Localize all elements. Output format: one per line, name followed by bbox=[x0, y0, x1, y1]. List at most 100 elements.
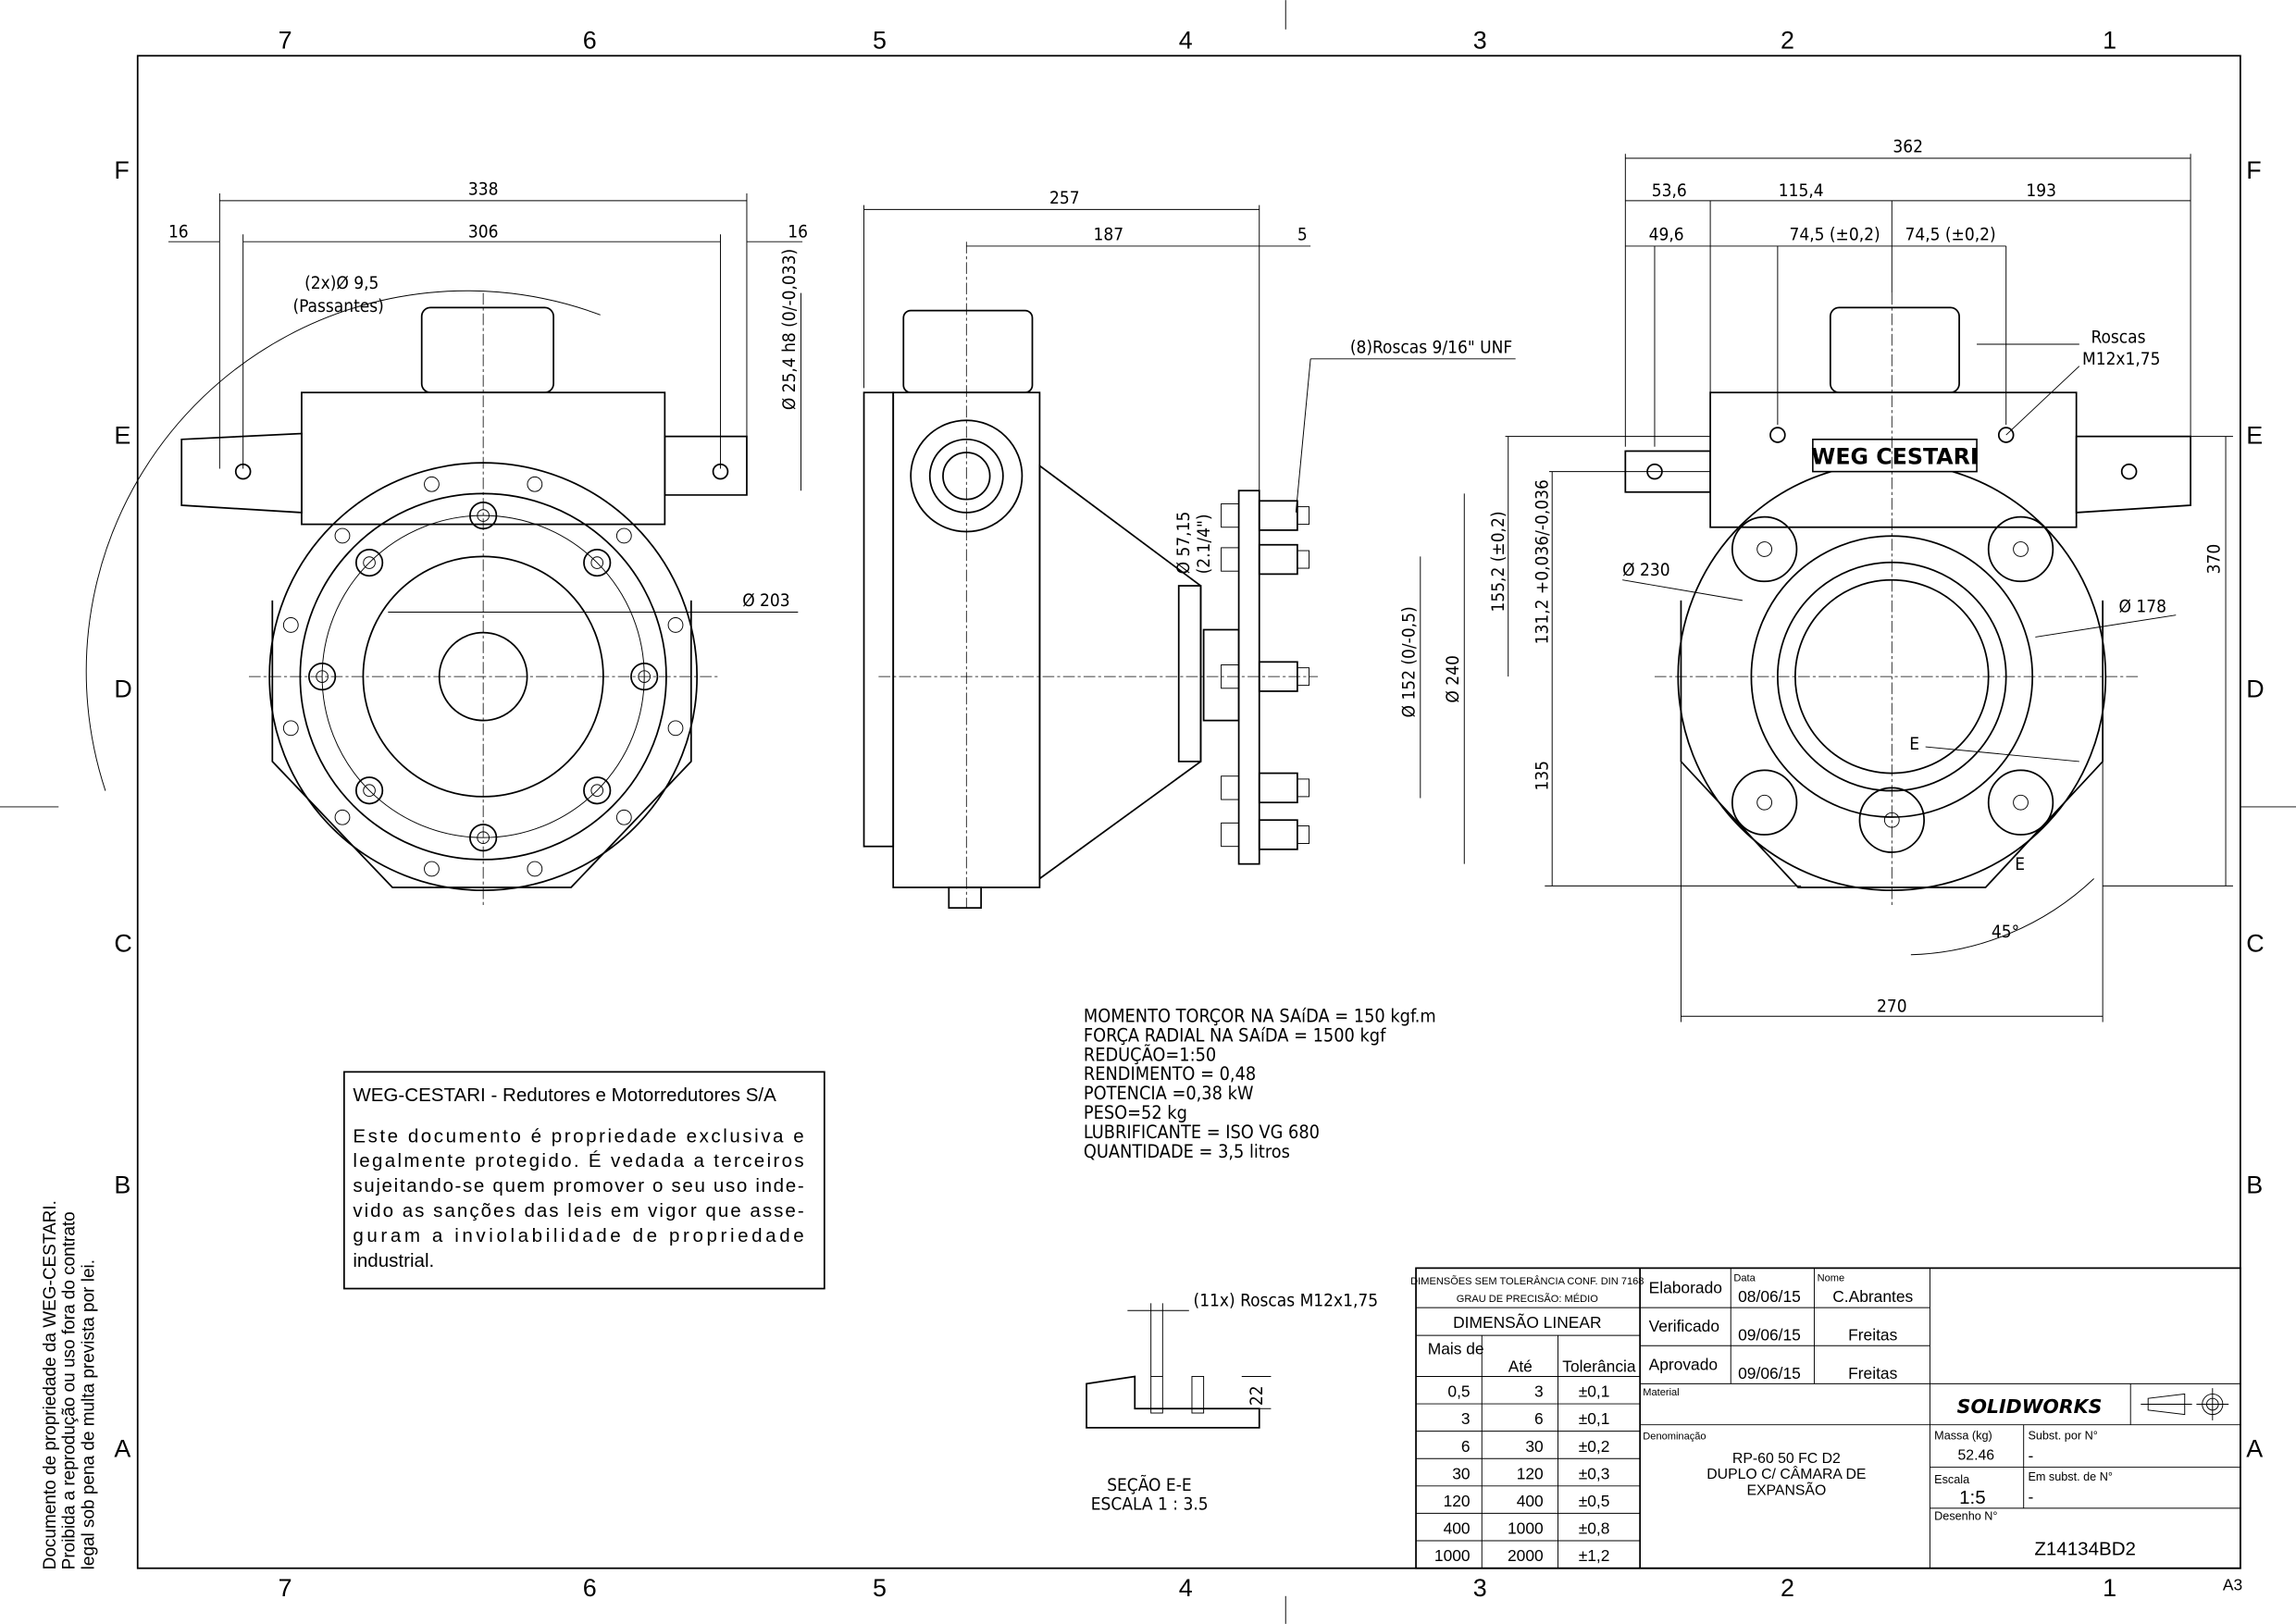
views-front-right-dims-12: 131,2 +0,036/-0,036 bbox=[1532, 479, 1552, 644]
title-block-signoffs-1-date: 09/06/15 bbox=[1738, 1325, 1801, 1344]
bolt-icon bbox=[354, 776, 384, 805]
title-block-rows-1-1: 6 bbox=[1534, 1409, 1544, 1428]
first-angle-projection-icon bbox=[2141, 1388, 2229, 1420]
title-block-em-subst-label: Em subst. de N° bbox=[2028, 1470, 2112, 1483]
title-block-rows-0-0: 0,5 bbox=[1447, 1382, 1470, 1401]
sheet-rows-5: A bbox=[114, 1434, 130, 1462]
notice-line: industrial. bbox=[353, 1250, 434, 1271]
sheet-rows-4: B bbox=[2246, 1172, 2263, 1199]
title-block-signoffs-2-name: Freitas bbox=[1848, 1364, 1897, 1382]
solidworks-logo: SOLIDWORKS bbox=[1957, 1395, 2103, 1418]
title-block-rows-1-2: ±0,1 bbox=[1579, 1409, 1610, 1428]
title-block-denominacao-label: Denominação bbox=[1643, 1432, 1706, 1443]
front-view-right: WEG CESTARI 362 53,6 115,4 193 49,6 74,5… bbox=[1488, 137, 2233, 1023]
side-note-1: Proibida a reprodução ou uso fora do con… bbox=[60, 1211, 80, 1569]
sheet-columns-6: 1 bbox=[2103, 26, 2116, 54]
title-block-denominacao-2: EXPANSÃO bbox=[1746, 1481, 1826, 1499]
side-view: 257 187 5 (8)Roscas 9/16" UNF Ø 57,15 (2… bbox=[863, 188, 1516, 910]
views-front-right-dims-3: 193 bbox=[2026, 180, 2056, 201]
views-side-dims-0: 257 bbox=[1049, 188, 1080, 208]
mounting-lug bbox=[1987, 769, 2054, 836]
title-block-subst-por: - bbox=[2028, 1446, 2033, 1465]
views-front-right-dims-8: M12x1,75 bbox=[2082, 349, 2161, 369]
bolt-icon bbox=[354, 548, 384, 577]
sheet-columns-0: 7 bbox=[279, 26, 292, 54]
section-e-e: (11x) Roscas M12x1,75 22 SEÇÃO E-E ESCAL… bbox=[1086, 1291, 1378, 1514]
views-front-right-dims-9: Ø 230 bbox=[1622, 560, 1669, 580]
title-block-rows-5-2: ±0,8 bbox=[1579, 1519, 1610, 1538]
title-block-massa-label: Massa (kg) bbox=[1934, 1430, 1992, 1443]
views-front-left-dims-3: 16 bbox=[788, 221, 808, 242]
views-front-right-dims-17: E bbox=[1909, 734, 1919, 754]
title-block-em-subst: - bbox=[2028, 1488, 2033, 1506]
notice-line: Este documento é propriedade exclusiva e bbox=[353, 1125, 803, 1147]
section-title: SEÇÃO E-E bbox=[1107, 1474, 1191, 1495]
notice-line: legalmente protegido. É vedada a terceir… bbox=[353, 1150, 803, 1172]
title-block-denominacao-1: DUPLO C/ CÂMARA DE bbox=[1706, 1465, 1866, 1482]
spec-line: PESO=52 kg bbox=[1084, 1102, 1187, 1123]
views-front-right-dims-15: 270 bbox=[1877, 996, 1907, 1016]
sheet-size: A3 bbox=[2223, 1575, 2242, 1593]
title-block-signoffs-1-name: Freitas bbox=[1848, 1325, 1897, 1344]
side-note-2: legal sob pena de multa prevista por lei… bbox=[79, 1259, 98, 1569]
views-front-left-dims-4: (2x)Ø 9,5 bbox=[304, 273, 379, 293]
notice-line: vido as sanções das leis em vigor que as… bbox=[353, 1200, 803, 1221]
views-front-right-dims-13: 135 bbox=[1532, 761, 1552, 791]
tolerance-row: 1000 2000 ±1,2 bbox=[1434, 1546, 1610, 1565]
sheet-columns-5: 2 bbox=[1781, 1574, 1794, 1602]
sheet-columns-6: 1 bbox=[2103, 1574, 2116, 1602]
views-front-right-dims-18: E bbox=[2015, 854, 2025, 874]
sheet-rows-2: D bbox=[2246, 675, 2264, 702]
views-front-right-dims-5: 74,5 (±0,2) bbox=[1790, 225, 1880, 245]
sheet-columns-0: 7 bbox=[279, 1574, 292, 1602]
views-side-dims-4: Ø 57,15 bbox=[1173, 512, 1194, 575]
title-block-linear: DIMENSÃO LINEAR bbox=[1453, 1313, 1601, 1332]
sheet-rows-1: E bbox=[2246, 422, 2263, 450]
views-front-left-dims-1: 306 bbox=[468, 221, 499, 242]
title-block-material-label: Material bbox=[1643, 1387, 1679, 1398]
title-block-name-label: Nome bbox=[1818, 1273, 1845, 1284]
spec-line: QUANTIDADE = 3,5 litros bbox=[1084, 1141, 1290, 1162]
notice-line: guram a inviolabilidade de propriedade bbox=[353, 1225, 803, 1246]
title-block-tolerance-header: DIMENSÕES SEM TOLERÂNCIA CONF. DIN 7168 bbox=[1410, 1275, 1644, 1287]
title-block-cols-2: Tolerância bbox=[1562, 1357, 1636, 1376]
spec-line: RENDIMENTO = 0,48 bbox=[1084, 1063, 1256, 1085]
nut-icon bbox=[1258, 819, 1298, 850]
title-block-rows-6-2: ±1,2 bbox=[1579, 1546, 1610, 1565]
views-front-left-dims-2: 16 bbox=[168, 221, 189, 242]
title-block-rows-0-1: 3 bbox=[1534, 1382, 1544, 1401]
bolt-icon bbox=[583, 776, 612, 805]
title-block-rows-6-1: 2000 bbox=[1508, 1546, 1544, 1565]
views-front-left-dims-5: (Passantes) bbox=[292, 296, 383, 316]
title-block-signoffs-0-name: C.Abrantes bbox=[1832, 1287, 1913, 1306]
grid-columns-top: 7 6 5 4 3 2 1 bbox=[279, 26, 2116, 54]
title-block-desenho-label: Desenho N° bbox=[1934, 1510, 1997, 1523]
views-side-dims-7: Ø 240 bbox=[1443, 655, 1463, 702]
title-block-desenho: Z14134BD2 bbox=[2034, 1539, 2136, 1560]
side-legal-note: Documento de propriedade da WEG-CESTARI.… bbox=[41, 1200, 98, 1569]
views-side-dims-3: (8)Roscas 9/16" UNF bbox=[1350, 337, 1512, 357]
ownership-notice: WEG-CESTARI - Redutores e Motorredutores… bbox=[342, 1071, 825, 1290]
views-side-dims-2: 5 bbox=[1297, 225, 1308, 245]
title-block-cols-1: Até bbox=[1508, 1357, 1533, 1376]
sheet-rows-3: C bbox=[114, 930, 131, 958]
nut-icon bbox=[1258, 543, 1298, 576]
sheet-columns-4: 3 bbox=[1473, 26, 1487, 54]
title-block-signoffs-2-date: 09/06/15 bbox=[1738, 1364, 1801, 1382]
sheet-rows-0: F bbox=[114, 156, 129, 184]
sheet-columns-2: 5 bbox=[873, 26, 887, 54]
title-block-rows-4-2: ±0,5 bbox=[1579, 1492, 1610, 1510]
sheet-rows-0: F bbox=[2246, 156, 2261, 184]
spec-line: POTENCIA =0,38 kW bbox=[1084, 1083, 1254, 1104]
title-block-escala: 1:5 bbox=[1959, 1487, 1986, 1508]
title-block-rows-6-0: 1000 bbox=[1434, 1546, 1471, 1565]
title-block-precision: GRAU DE PRECISÃO: MÉDIO bbox=[1457, 1293, 1598, 1305]
side-note-0: Documento de propriedade da WEG-CESTARI. bbox=[41, 1200, 60, 1569]
views-front-right-dims-0: 362 bbox=[1893, 137, 1923, 157]
